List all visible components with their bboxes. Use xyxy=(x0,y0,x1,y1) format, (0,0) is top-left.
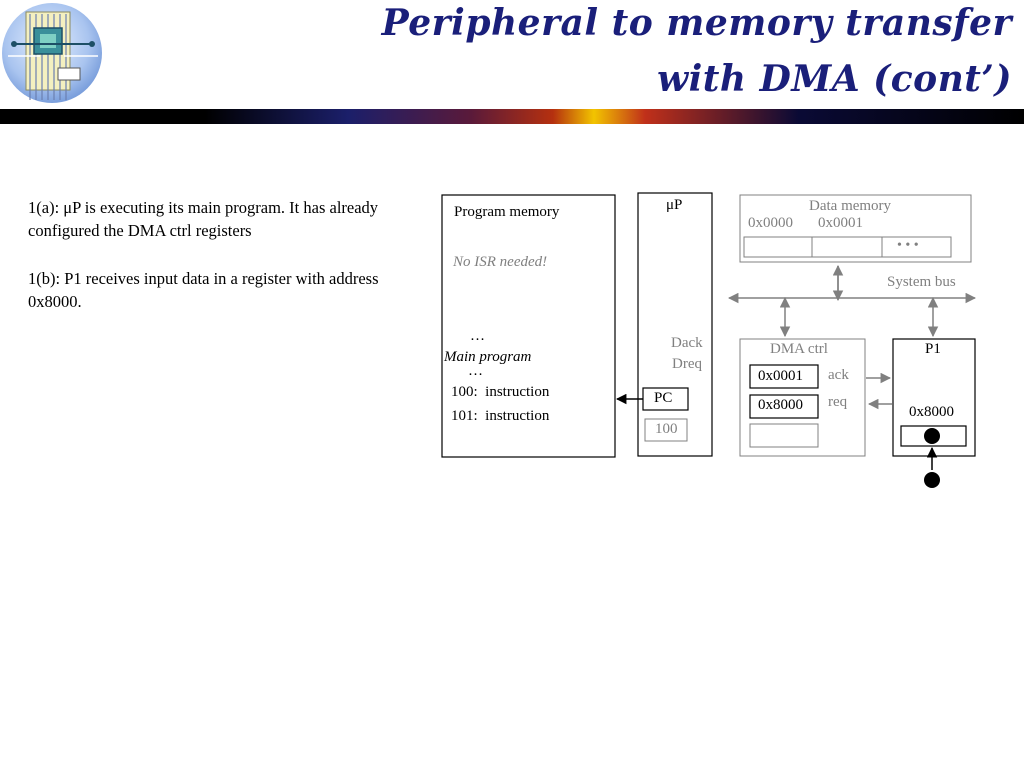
data-token-in-register xyxy=(924,428,940,444)
pc-label: PC xyxy=(654,390,673,406)
slide-title-line-2: with DMA (cont’) xyxy=(657,58,1012,100)
data-memory-cell-more xyxy=(881,236,952,258)
ellipsis-bottom: … xyxy=(468,363,483,379)
pc-value-box xyxy=(644,418,688,442)
dma-register-3 xyxy=(749,423,819,448)
data-memory-cell-0 xyxy=(743,236,813,258)
p1-register-address: 0x8000 xyxy=(909,404,954,420)
instruction-101: 101: instruction xyxy=(451,408,550,424)
instruction-100: 100: instruction xyxy=(451,384,550,400)
dma-register-1-value: 0x0001 xyxy=(758,368,803,384)
dack-label: Dack xyxy=(671,335,703,351)
incoming-data-token xyxy=(924,472,940,488)
data-memory-box xyxy=(739,194,972,263)
title-banner-bar xyxy=(0,109,1024,124)
no-isr-note: No ISR needed! xyxy=(453,254,548,270)
data-memory-label: Data memory xyxy=(809,198,892,214)
main-program-label: Main program xyxy=(444,349,532,365)
dreq-label: Dreq xyxy=(672,356,702,372)
req-label: req xyxy=(828,394,848,410)
step-1b-text: 1(b): P1 receives input data in a regist… xyxy=(28,269,379,311)
data-memory-cell-1 xyxy=(811,236,883,258)
dma-register-2-value: 0x8000 xyxy=(758,397,803,413)
dma-ctrl-box xyxy=(739,338,866,457)
data-memory-addr-0: 0x0000 xyxy=(748,215,793,231)
dma-register-2 xyxy=(749,394,819,419)
dma-register-1 xyxy=(749,364,819,389)
dma-ctrl-label: DMA ctrl xyxy=(770,341,828,357)
p1-register xyxy=(900,425,967,447)
logo-emblem xyxy=(2,3,102,103)
system-bus-label: System bus xyxy=(887,274,956,290)
program-memory-label: Program memory xyxy=(454,204,560,220)
up-box xyxy=(637,192,713,457)
up-label: μP xyxy=(666,197,683,213)
p1-label: P1 xyxy=(925,341,941,357)
step-1a-text: 1(a): μP is executing its main program. … xyxy=(28,198,379,240)
data-memory-addr-1: 0x0001 xyxy=(818,215,863,231)
pc-value: 100 xyxy=(655,421,678,437)
ellipsis-top: … xyxy=(470,328,485,344)
slide-title-line-1: Peripheral to memory transfer xyxy=(381,2,1012,44)
program-memory-box xyxy=(441,194,616,458)
ack-label: ack xyxy=(828,367,849,383)
data-memory-ellipsis: • • • xyxy=(897,238,919,253)
